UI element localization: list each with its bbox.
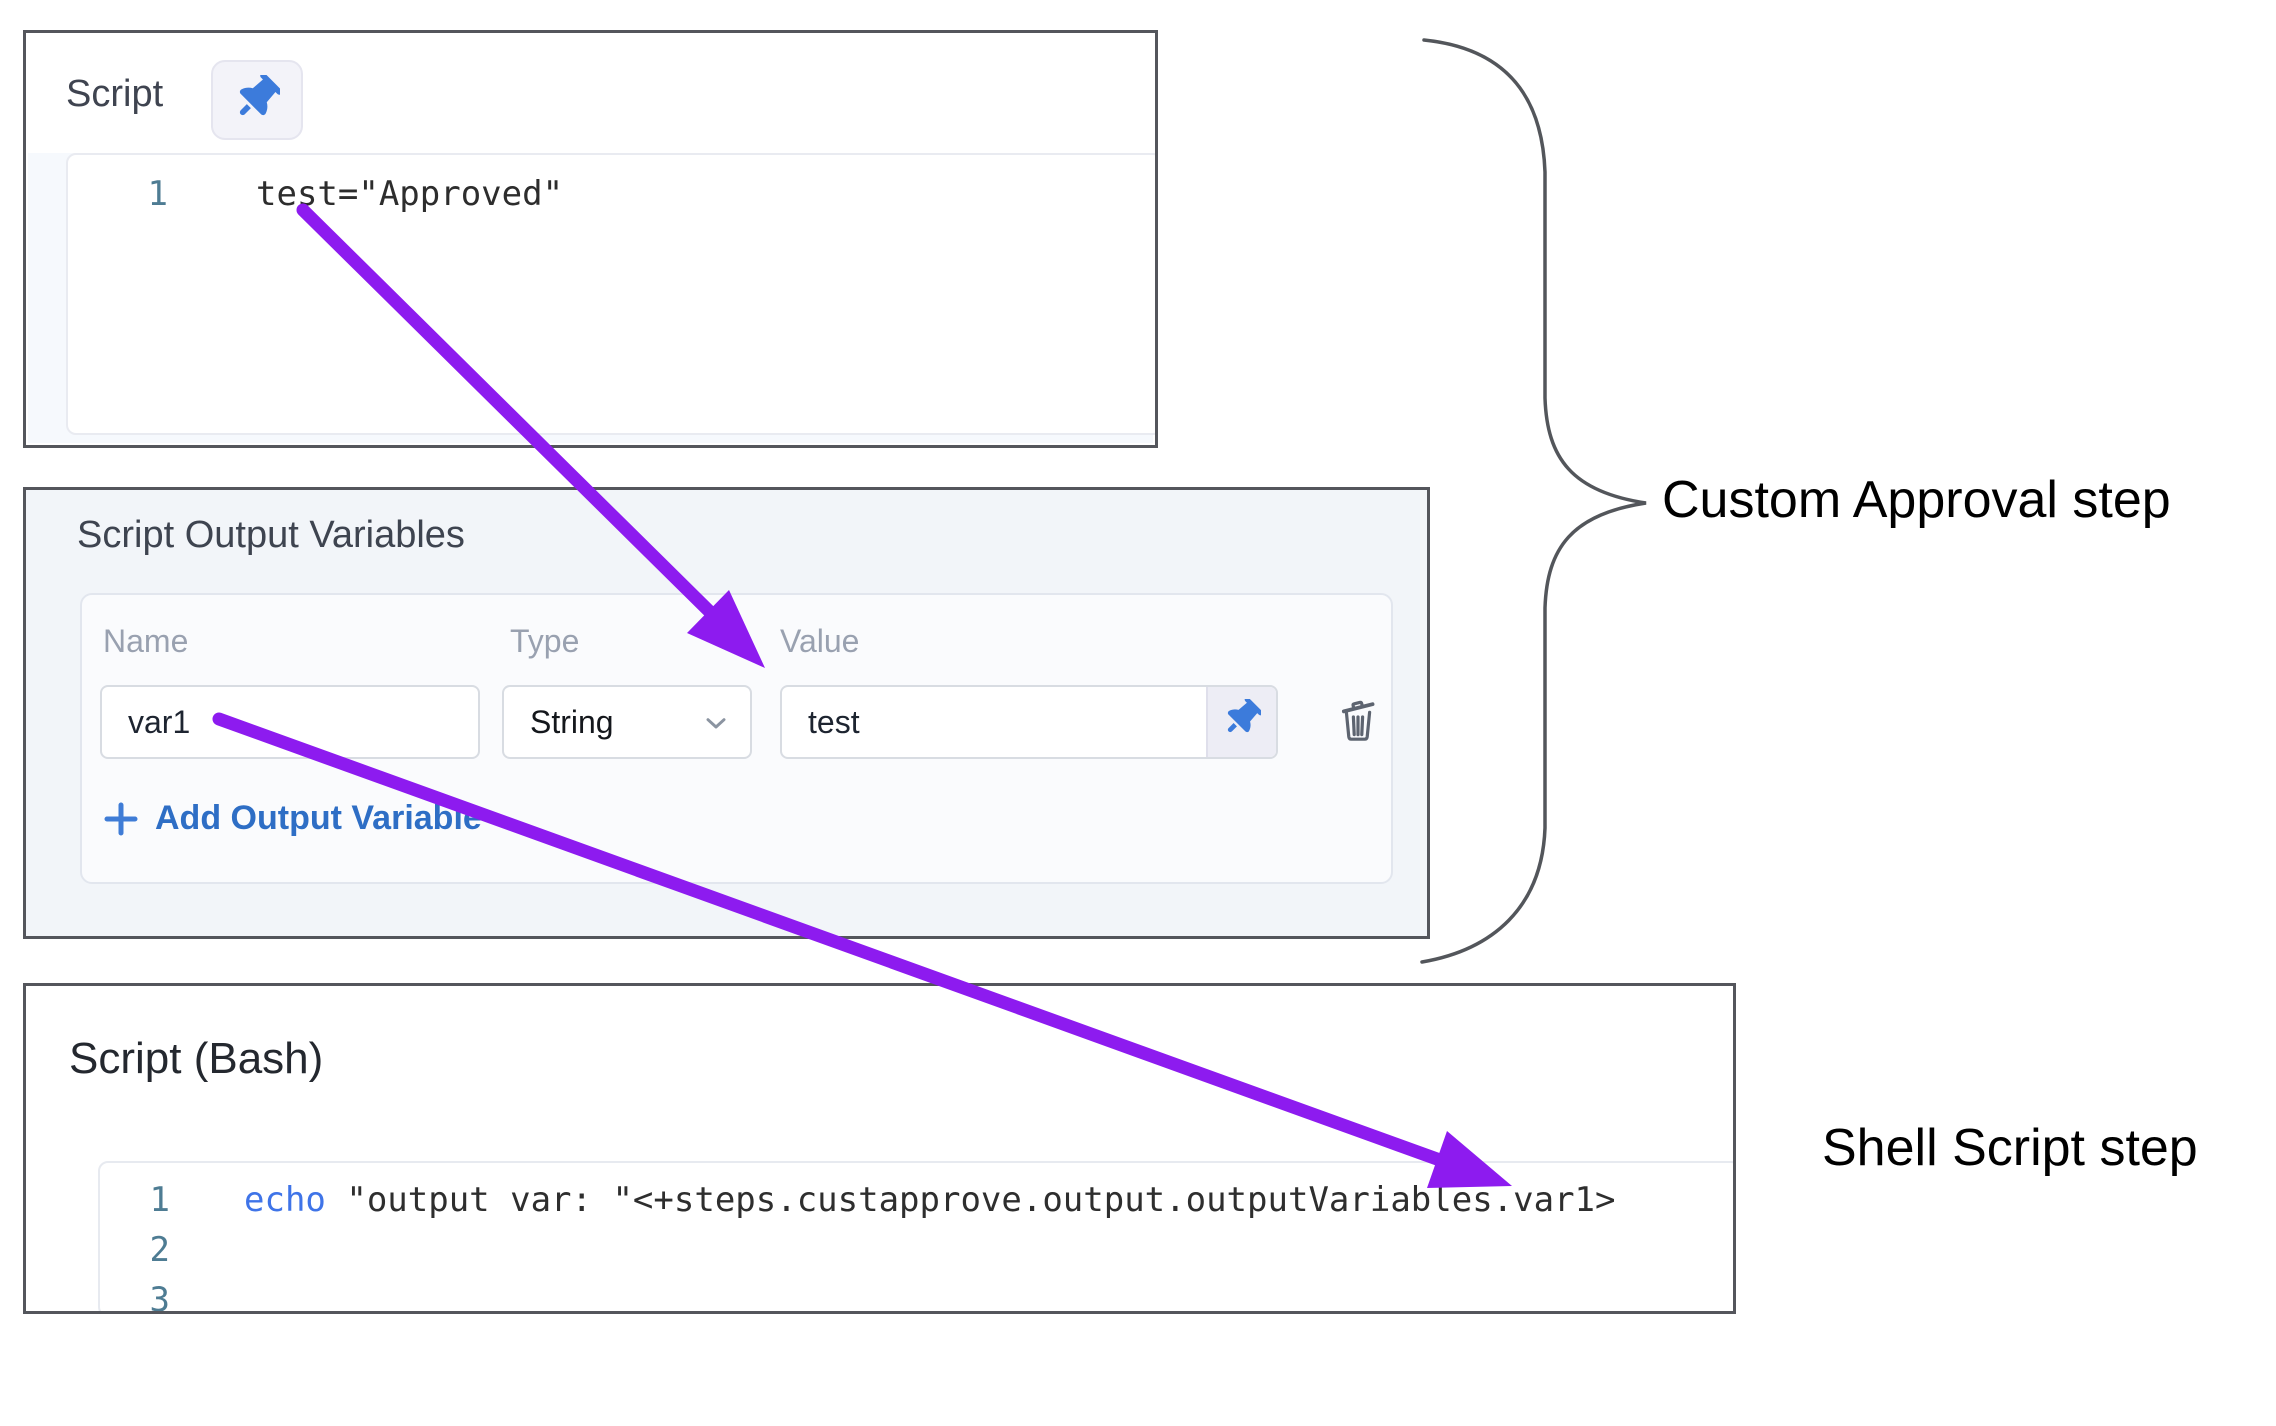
echo-keyword: echo	[244, 1180, 326, 1220]
output-variables-card: Name Type Value var1 String test	[80, 593, 1393, 884]
line-number: 1	[147, 174, 168, 214]
approval-script-editor[interactable]: 1 test="Approved"	[66, 153, 1155, 435]
shell-script-panel: Script (Bash) 1 echo "output var: "<+ste…	[23, 983, 1736, 1314]
variable-value-input[interactable]: test	[780, 685, 1278, 759]
variable-value-text: test	[808, 703, 860, 740]
bash-script-editor[interactable]: 1 echo "output var: "<+steps.custapprove…	[98, 1161, 1733, 1314]
name-column-header: Name	[103, 623, 189, 659]
pushpin-icon	[1223, 697, 1263, 745]
variable-name-input[interactable]: var1	[100, 685, 480, 759]
add-output-variable-button[interactable]: Add Output Variable	[103, 799, 482, 838]
value-column-header: Value	[780, 623, 860, 659]
variable-name-value: var1	[128, 703, 191, 740]
output-variables-title: Script Output Variables	[77, 514, 465, 556]
line-number: 1	[149, 1180, 170, 1220]
pin-button[interactable]	[211, 60, 303, 140]
shell-script-panel-title: Script (Bash)	[69, 1034, 324, 1083]
code-text: test="Approved"	[256, 174, 564, 214]
trash-icon	[1334, 694, 1382, 749]
delete-variable-button[interactable]	[1330, 691, 1386, 751]
variable-type-value: String	[530, 703, 614, 740]
code-line: 1 echo "output var: "<+steps.custapprove…	[100, 1175, 1733, 1225]
code-line: 1 test="Approved"	[68, 169, 1155, 219]
output-variables-panel: Script Output Variables Name Type Value …	[23, 487, 1430, 939]
code-line: 2	[100, 1225, 1733, 1275]
variable-type-select[interactable]: String	[502, 685, 752, 759]
plus-icon	[103, 801, 139, 837]
type-column-header: Type	[510, 623, 580, 659]
chevron-down-icon	[700, 707, 732, 747]
custom-approval-step-label: Custom Approval step	[1662, 471, 2171, 529]
add-output-variable-label: Add Output Variable	[155, 799, 482, 837]
value-pin-button[interactable]	[1206, 687, 1276, 757]
shell-script-step-label: Shell Script step	[1822, 1119, 2198, 1177]
pushpin-icon	[234, 72, 283, 126]
curly-brace	[1420, 38, 1647, 964]
line-number: 3	[149, 1280, 170, 1314]
line-number: 2	[149, 1230, 170, 1270]
code-text: echo "output var: "<+steps.custapprove.o…	[244, 1175, 1615, 1225]
code-rest: "output var: "<+steps.custapprove.output…	[325, 1180, 1616, 1220]
code-line: 3	[100, 1275, 1733, 1314]
script-panel-title: Script	[66, 73, 164, 115]
script-panel: Script 1 test="Approved"	[23, 30, 1158, 448]
